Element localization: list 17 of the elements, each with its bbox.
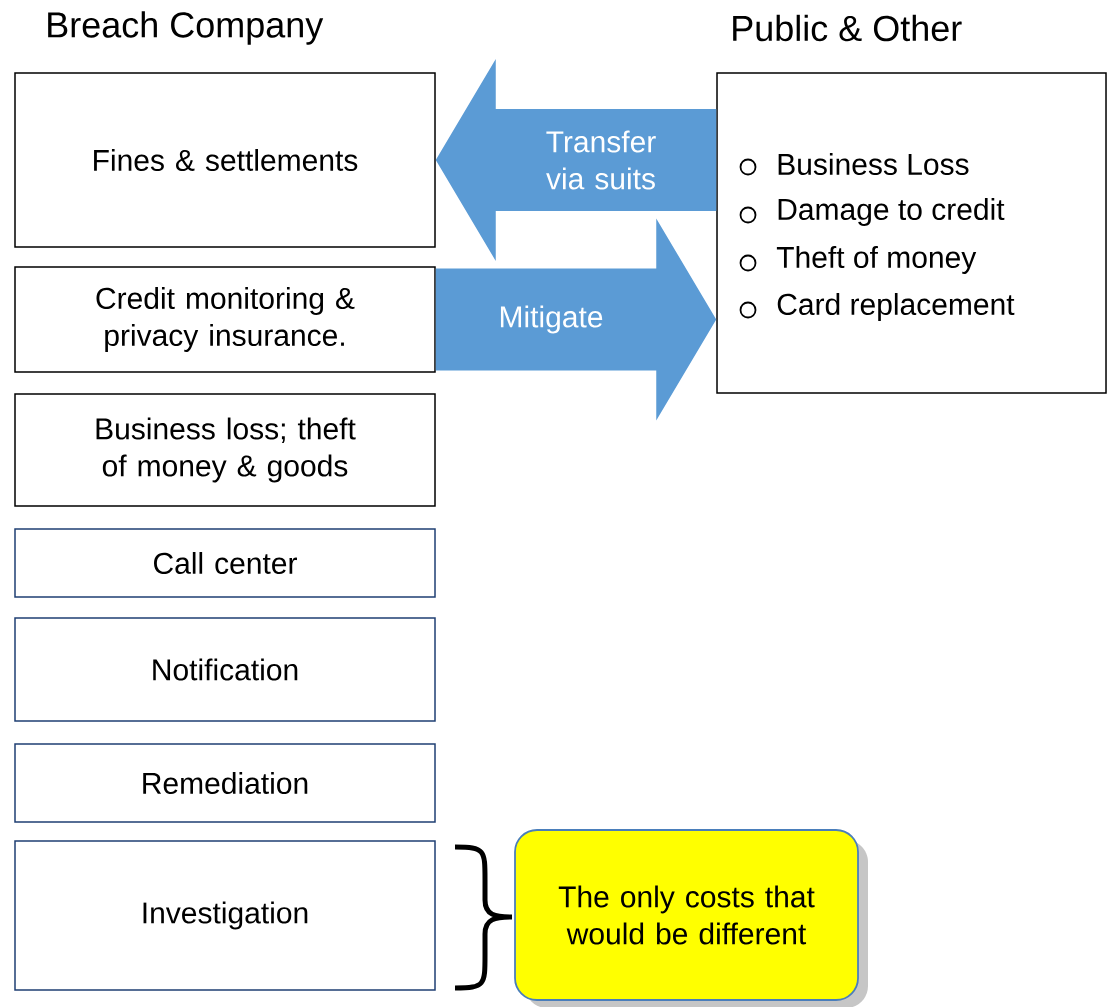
cost-box: Fines & settlements xyxy=(14,72,436,248)
box-heading: Public & Other xyxy=(733,14,962,42)
cost-box: Remediation xyxy=(14,743,436,823)
cost-box: Investigation xyxy=(14,840,436,991)
arrow-label: Transfer via suits xyxy=(546,130,656,190)
cost-box: Business loss; theft of money & goods xyxy=(14,393,436,507)
arrow-label: Mitigate xyxy=(500,305,603,334)
block-arrow xyxy=(435,218,717,421)
list-item: Theft of money xyxy=(776,246,977,274)
note-box: The only costs that would be different xyxy=(514,829,868,1007)
cost-box: Call center xyxy=(14,528,436,598)
cost-box: Notification xyxy=(14,617,436,722)
list-item: Card replacement xyxy=(777,293,1015,321)
list-item: Business Loss xyxy=(778,153,969,175)
block-arrow xyxy=(435,59,717,261)
cost-box: Credit monitoring & privacy insurance. xyxy=(14,266,436,373)
list-item: Damage to credit xyxy=(778,198,1005,226)
